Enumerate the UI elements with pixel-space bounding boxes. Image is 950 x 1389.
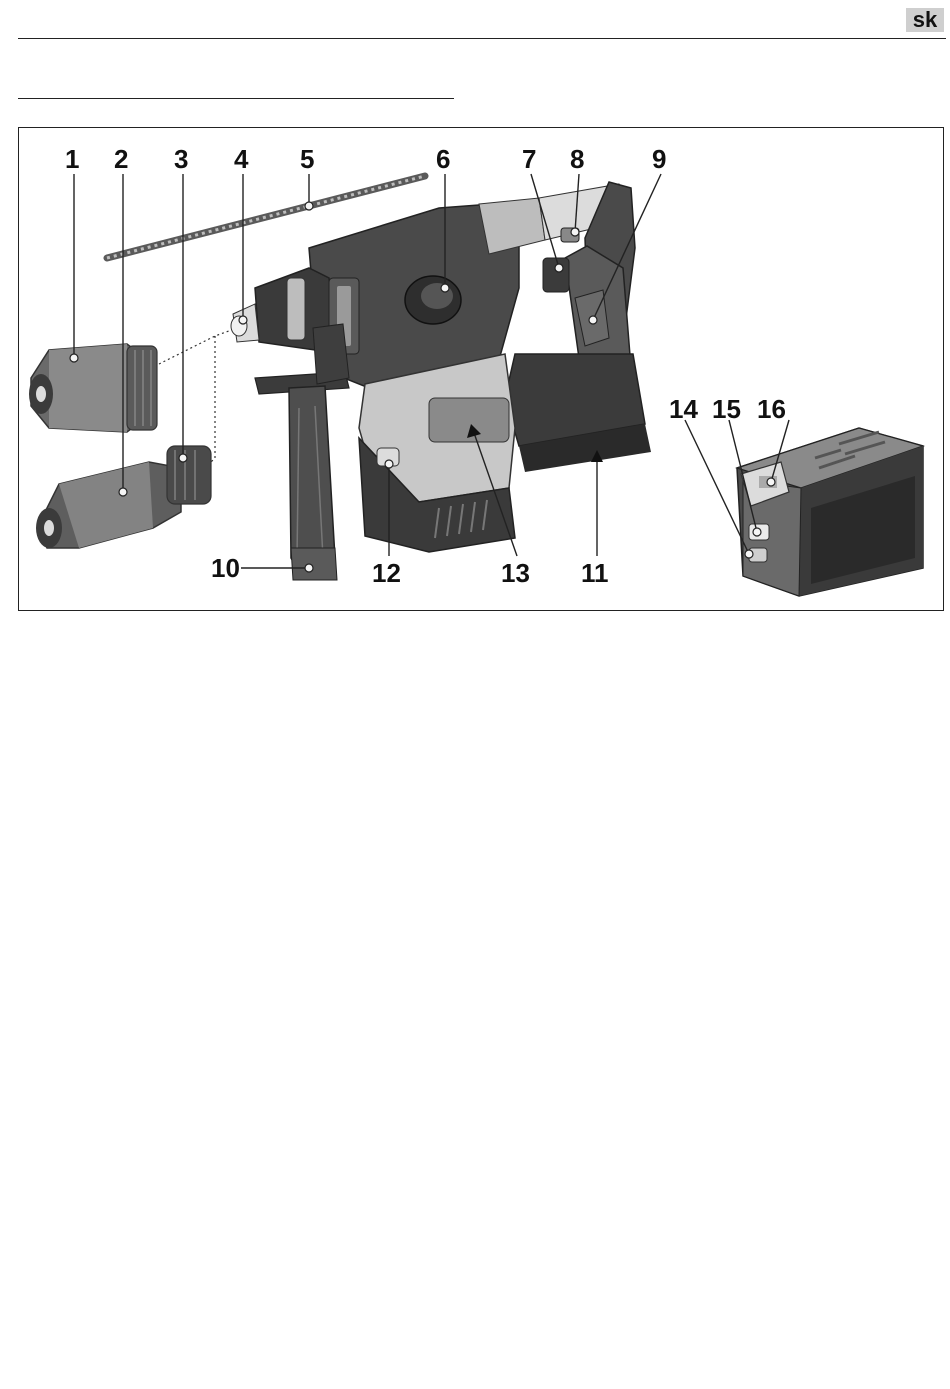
callout-3: 3 (174, 144, 188, 174)
battery-pack-illustration (737, 428, 923, 596)
callout-11: 11 (581, 558, 609, 588)
auxiliary-handle-illustration (255, 324, 349, 580)
callout-1: 1 (65, 144, 79, 174)
callout-16: 16 (757, 394, 786, 424)
sds-chuck-illustration (29, 344, 157, 432)
product-overview-figure: 1 2 3 4 5 6 7 8 9 10 11 12 13 14 15 16 (18, 127, 944, 611)
callout-13: 13 (501, 558, 530, 588)
callout-12: 12 (372, 558, 401, 588)
callout-15: 15 (712, 394, 741, 424)
callout-10: 10 (211, 553, 240, 583)
callout-9: 9 (652, 144, 666, 174)
callout-2: 2 (114, 144, 128, 174)
callout-4: 4 (234, 144, 249, 174)
language-badge: sk (906, 8, 944, 32)
header-rule (18, 38, 946, 39)
chuck-connector-lines (159, 328, 237, 462)
callout-6: 6 (436, 144, 450, 174)
callout-5: 5 (300, 144, 314, 174)
section-title-rule (18, 98, 454, 99)
callout-8: 8 (570, 144, 584, 174)
callout-14: 14 (669, 394, 698, 424)
rotary-hammer-illustration: 1 2 3 4 5 6 7 8 9 10 11 12 13 14 15 16 (19, 128, 944, 611)
callout-7: 7 (522, 144, 536, 174)
